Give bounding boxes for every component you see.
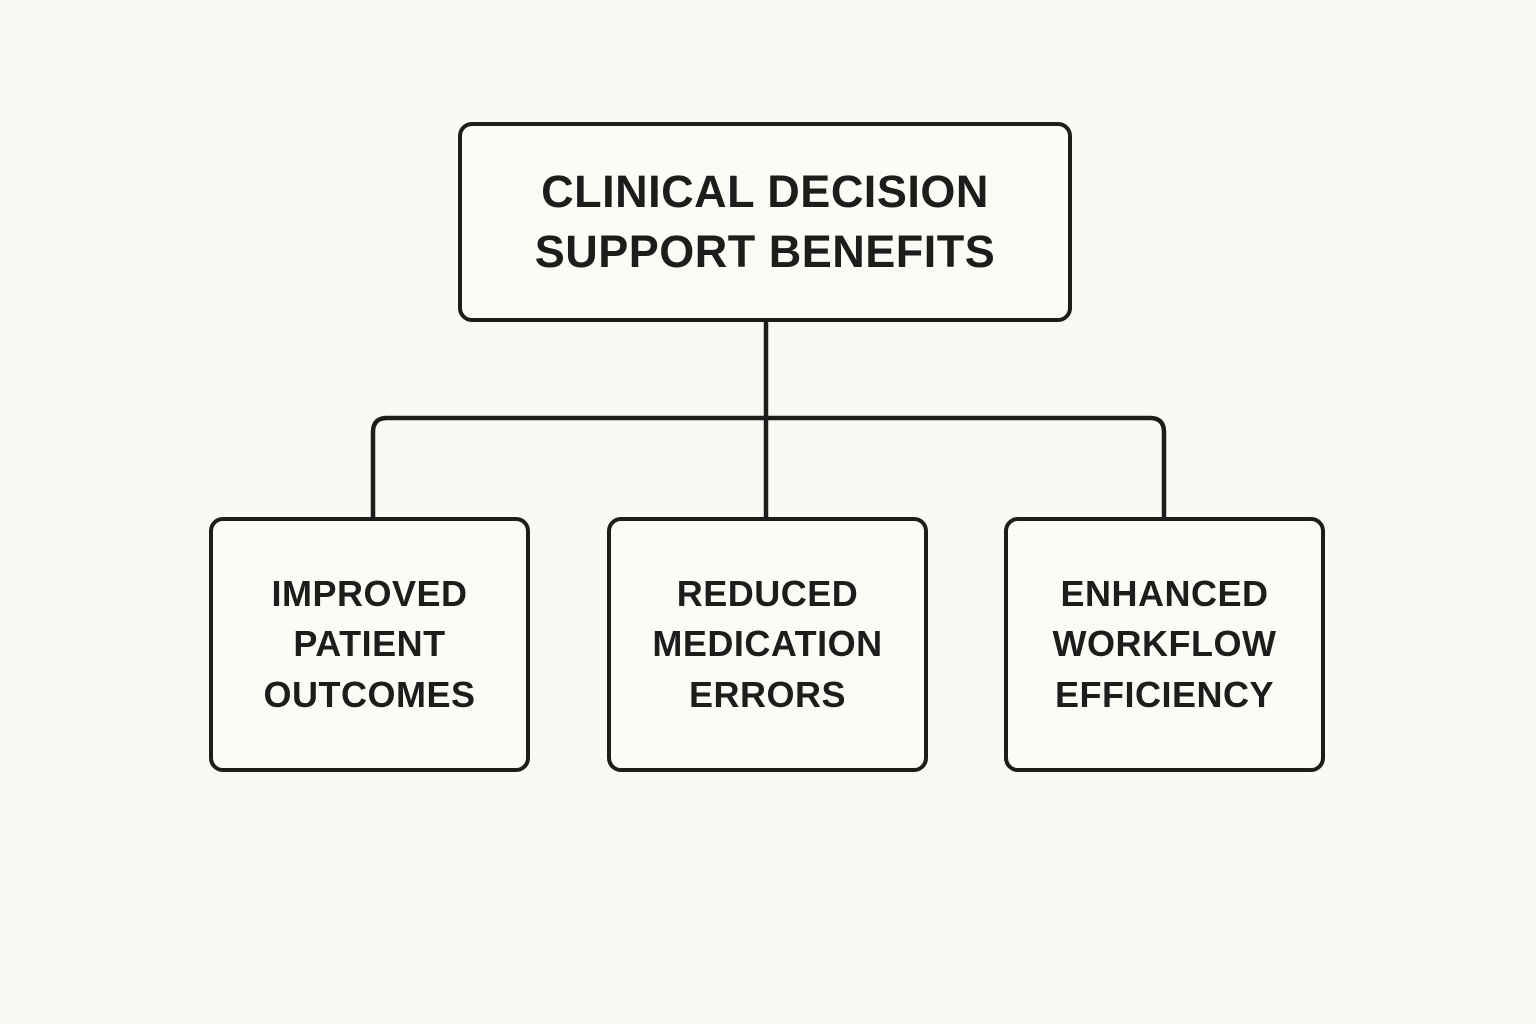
node-enhanced-workflow-efficiency: ENHANCED WORKFLOW EFFICIENCY [1004, 517, 1325, 772]
connector-rail [370, 415, 1167, 517]
node-label: IMPROVED PATIENT OUTCOMES [263, 572, 476, 715]
node-root: CLINICAL DECISION SUPPORT BENEFITS [458, 122, 1072, 322]
node-label: ENHANCED WORKFLOW EFFICIENCY [1052, 572, 1277, 715]
node-root-label: CLINICAL DECISION SUPPORT BENEFITS [534, 166, 996, 277]
node-label: REDUCED MEDICATION ERRORS [652, 572, 883, 715]
node-improved-patient-outcomes: IMPROVED PATIENT OUTCOMES [209, 517, 530, 772]
node-reduced-medication-errors: REDUCED MEDICATION ERRORS [607, 517, 928, 772]
